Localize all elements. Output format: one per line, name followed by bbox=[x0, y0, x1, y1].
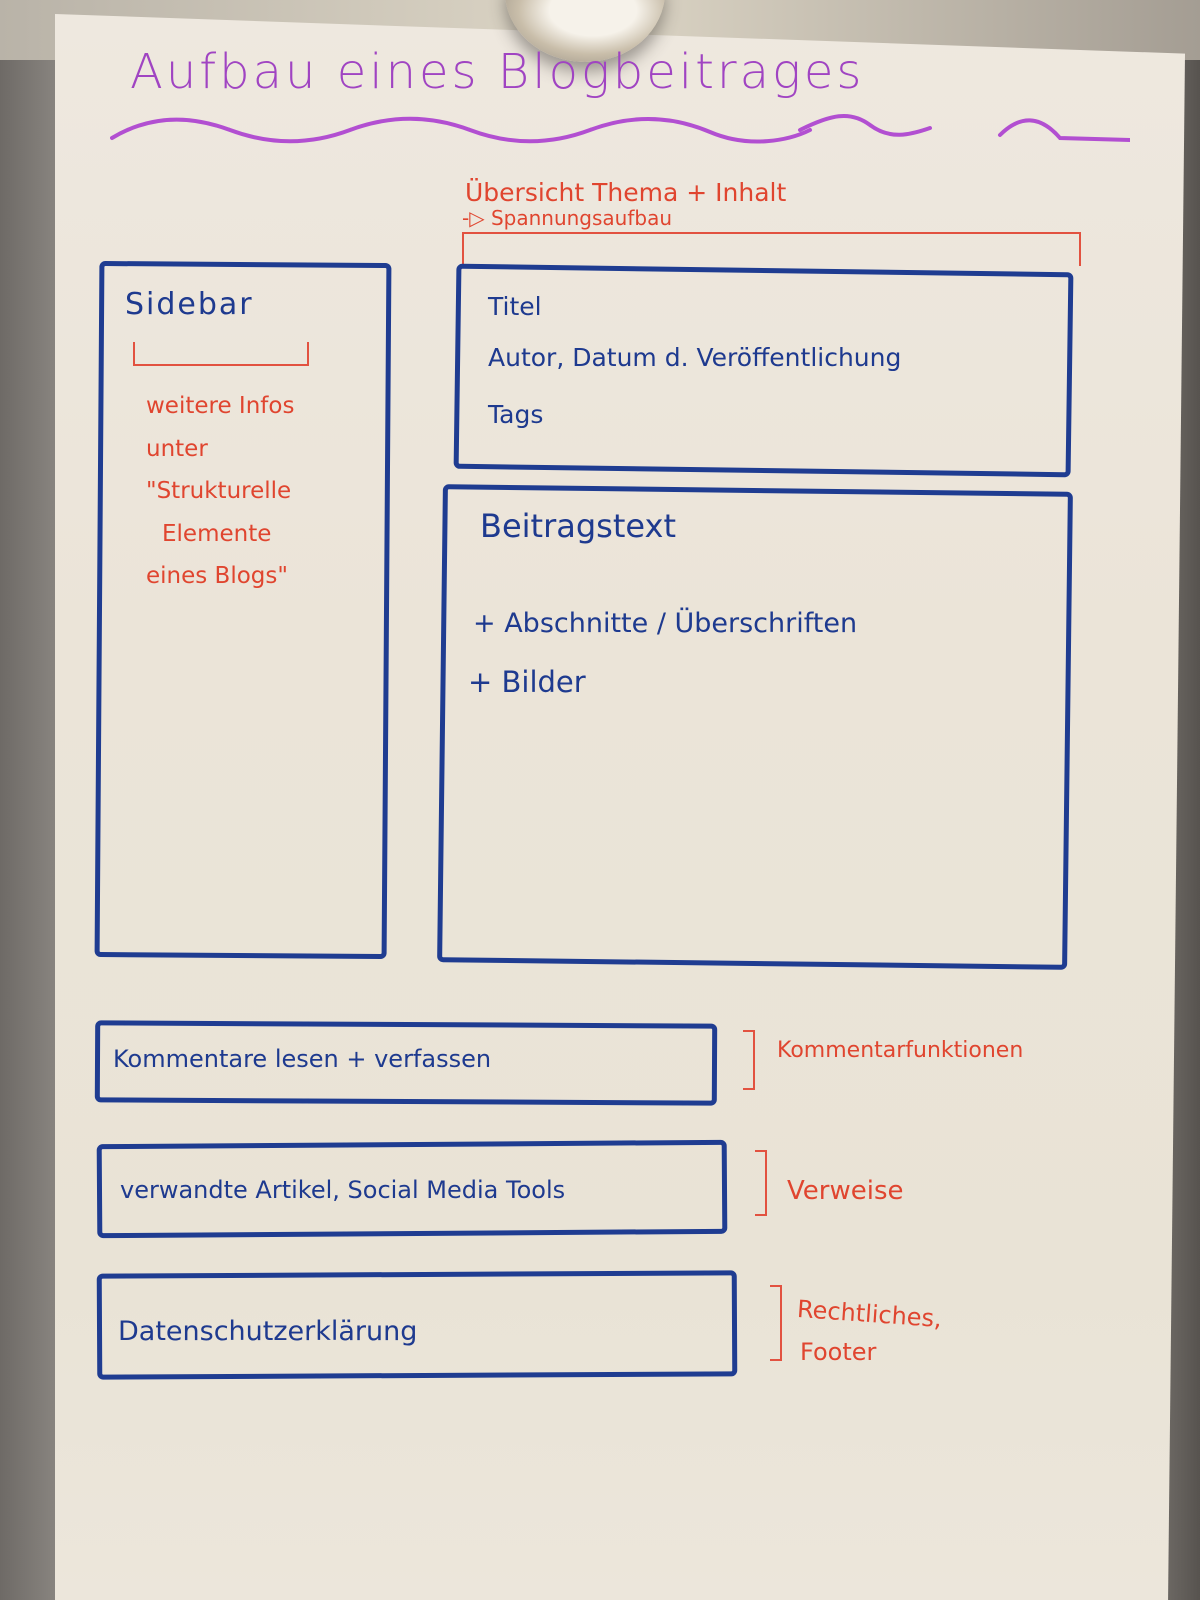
related-annotation: Verweise bbox=[787, 1176, 904, 1206]
header-bracket bbox=[462, 232, 1081, 266]
sidebar-note-line: eines Blogs" bbox=[146, 563, 288, 590]
sidebar-note-line: unter bbox=[146, 435, 208, 462]
poster-paper bbox=[55, 14, 1185, 1600]
content-heading: Beitragstext bbox=[480, 507, 676, 545]
legal-annotation-line2: Footer bbox=[800, 1338, 877, 1366]
sidebar-note: weitere Infos unter "Strukturelle Elemen… bbox=[146, 385, 366, 598]
header-box-author-date: Autor, Datum d. Veröffentlichung bbox=[488, 343, 902, 372]
header-box-tags: Tags bbox=[488, 400, 544, 429]
header-annotation-line2: -▷ Spannungsaufbau bbox=[462, 206, 673, 230]
sidebar-note-line: Elemente bbox=[162, 520, 272, 547]
legal-bracket bbox=[770, 1285, 782, 1361]
poster-title: Aufbau eines Blogbeitrages bbox=[130, 44, 865, 100]
comments-annotation: Kommentarfunktionen bbox=[777, 1038, 1024, 1063]
related-box-text: verwandte Artikel, Social Media Tools bbox=[120, 1176, 566, 1204]
content-item-images: + Bilder bbox=[468, 665, 586, 699]
legal-box-text: Datenschutzerklärung bbox=[118, 1316, 418, 1347]
header-annotation-line1: Übersicht Thema + Inhalt bbox=[465, 178, 787, 207]
header-box-title: Titel bbox=[488, 292, 542, 321]
sidebar-label: Sidebar bbox=[125, 287, 254, 322]
comments-box-text: Kommentare lesen + verfassen bbox=[113, 1045, 492, 1073]
post-content-box bbox=[437, 484, 1073, 970]
related-bracket bbox=[755, 1150, 767, 1216]
comments-bracket bbox=[743, 1030, 755, 1090]
sidebar-note-line: "Strukturelle bbox=[146, 478, 292, 505]
sidebar-note-line: weitere Infos bbox=[146, 393, 295, 419]
content-item-sections: + Abschnitte / Überschriften bbox=[473, 608, 858, 639]
sidebar-bracket bbox=[133, 342, 309, 366]
title-underline-squiggle bbox=[110, 113, 1130, 144]
